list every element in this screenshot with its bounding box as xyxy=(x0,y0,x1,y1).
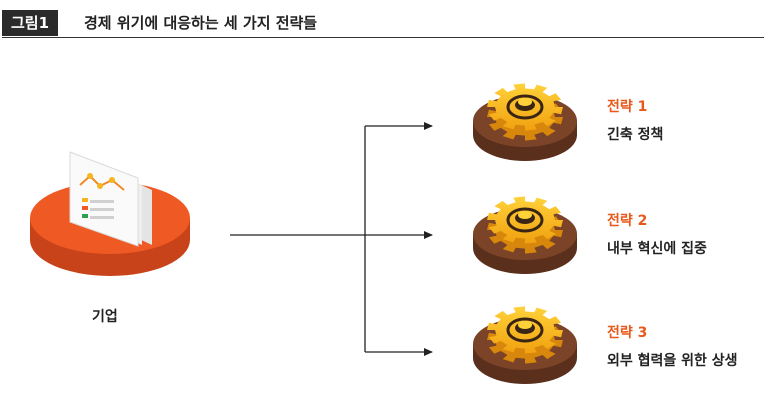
strategy-1-desc: 긴축 정책 xyxy=(607,127,664,143)
strategy-2-desc: 내부 혁신에 집중 xyxy=(607,241,707,257)
strategy-3-desc: 외부 협력을 위한 상생 xyxy=(607,353,738,369)
strategy-1-name: 전략 1 xyxy=(607,99,648,115)
strategy-3-gear-icon xyxy=(473,306,577,384)
strategy-3-name: 전략 3 xyxy=(607,325,648,341)
document-chart-icon xyxy=(69,151,152,247)
strategy-2-gear-icon xyxy=(473,196,577,274)
connector-lines xyxy=(230,122,433,356)
company-label: 기업 xyxy=(92,309,118,325)
figure-header: 그림1 경제 위기에 대응하는 세 가지 전략들 xyxy=(2,10,764,38)
strategy-2-name: 전략 2 xyxy=(607,213,648,229)
figure-title: 경제 위기에 대응하는 세 가지 전략들 xyxy=(84,14,318,32)
strategy-1-gear-icon xyxy=(473,83,577,161)
figure-badge: 그림1 xyxy=(2,10,59,36)
header-divider xyxy=(2,37,764,38)
